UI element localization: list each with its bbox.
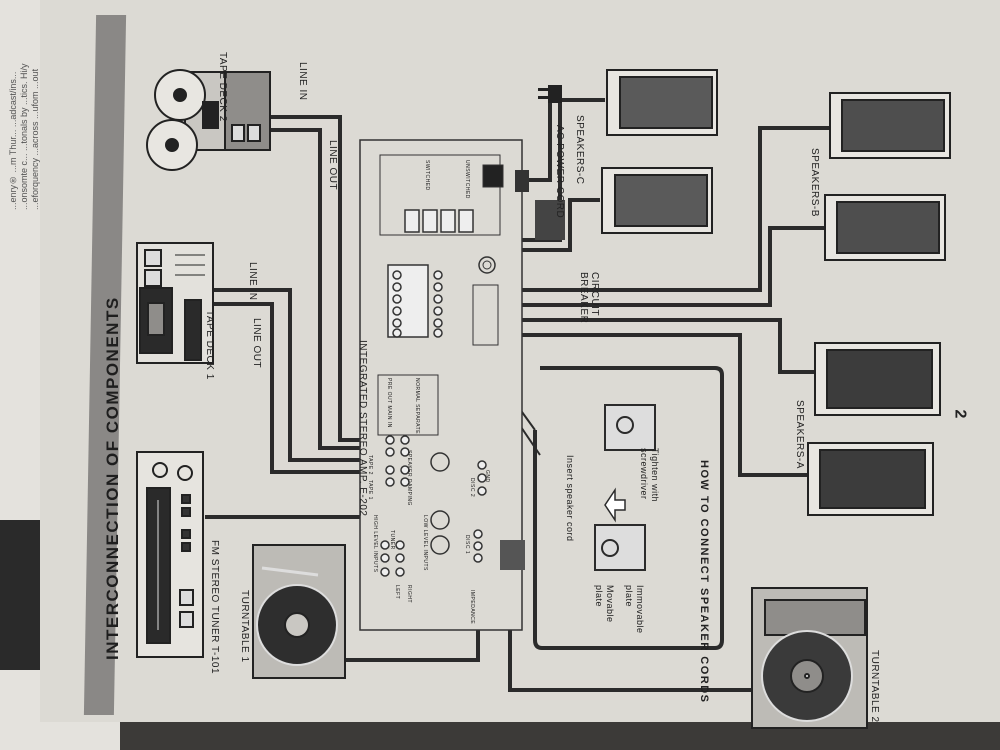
howto-movable-label: Movable plate — [594, 585, 615, 623]
label-disc-2: DISC 2 — [469, 478, 475, 498]
label-fm-tuner: FM STEREO TUNER T-101 — [209, 540, 220, 675]
label-deck1-line-in: LINE IN — [247, 262, 258, 301]
page-number: 2 — [951, 409, 969, 419]
wire-speakers-b-1 — [470, 126, 830, 292]
speaker-damping-knob — [430, 452, 450, 472]
speaker-a-2 — [807, 442, 934, 516]
power-plug-end — [515, 170, 529, 192]
howto-tighten-label: Tighten with screwdriver — [639, 448, 660, 503]
label-speaker-damping: SPEAKER DAMPING — [406, 450, 412, 506]
label-impedance: IMPEDANCE — [469, 590, 475, 625]
label-deck2-line-out: LINE OUT — [327, 140, 338, 191]
label-pre-out-main-in: PRE OUT MAIN IN — [386, 378, 392, 428]
label-unswitched: UNSWITCHED — [464, 160, 470, 199]
low-level-knob-1 — [430, 510, 450, 530]
label-deck2-line-in: LINE IN — [297, 62, 308, 101]
label-speakers-b: SPEAKERS-B — [809, 148, 820, 217]
ac-outlets — [404, 209, 474, 233]
label-gnd: GND — [484, 470, 490, 483]
wire-deck2-line-out — [270, 128, 380, 450]
tape-deck-2 — [146, 69, 271, 171]
label-tape-deck-2: TAPE DECK 2 — [217, 52, 228, 122]
background-booklet-cover — [0, 520, 40, 670]
label-tape-1: TAPE 1 — [367, 480, 373, 500]
wire-ac-power — [525, 98, 555, 182]
label-tuner-input: TUNER — [389, 530, 395, 550]
label-circuit-breaker: CIRCUIT BREAKER — [578, 272, 600, 324]
label-speakers-a: SPEAKERS-A — [794, 400, 805, 469]
wire-deck1-line-in — [213, 288, 380, 462]
label-tape-deck-1: TAPE DECK 1 — [204, 310, 215, 380]
turntable-1 — [252, 544, 346, 679]
wire-speakers-a-2 — [470, 333, 810, 477]
speaker-b-2 — [824, 194, 946, 261]
wire-speakers-b-2 — [470, 226, 830, 307]
rca-inputs — [380, 435, 487, 577]
speakers — [601, 69, 951, 516]
label-turntable-2: TURNTABLE 2 — [869, 650, 880, 723]
label-deck1-line-out: LINE OUT — [251, 318, 262, 369]
speaker-b-1 — [829, 92, 951, 159]
speaker-c-2 — [601, 167, 713, 234]
speaker-terminals — [387, 264, 443, 338]
page-title: INTERCONNECTION OF COMPONENTS — [103, 296, 122, 660]
label-normal-separate: NORMAL SEPARATE — [414, 378, 420, 435]
label-high-level-inputs: HIGH LEVEL INPUTS — [372, 515, 378, 573]
up-arrow-icon — [604, 487, 626, 523]
howto-insert-label: Insert speaker cord — [565, 455, 575, 542]
tape-deck-1 — [136, 242, 214, 364]
circuit-breaker — [535, 200, 565, 240]
turntable-2 — [751, 587, 868, 729]
label-disc-1: DISC 1 — [464, 535, 470, 555]
amplifier — [359, 139, 565, 631]
unswitched-outlet — [482, 164, 504, 188]
terminal-illustration-after — [604, 404, 656, 451]
howto-title: HOW TO CONNECT SPEAKER CORDS — [698, 460, 710, 704]
label-tape-2: TAPE 2 — [367, 455, 373, 475]
terminal-illustration-before — [594, 524, 646, 571]
label-ac-power-cord: AC POWER CORD — [554, 125, 565, 219]
label-switched: SWITCHED — [424, 160, 430, 191]
label-speakers-c: SPEAKERS-C — [574, 115, 585, 185]
label-turntable-1: TURNTABLE 1 — [239, 590, 250, 663]
circuit-breaker-button — [478, 256, 496, 274]
speaker-c-1 — [606, 69, 718, 136]
label-low-level-inputs: LOW LEVEL INPUTS — [422, 515, 428, 571]
low-level-knob-2 — [430, 535, 450, 555]
howto-immovable-label: Immovable plate — [624, 585, 645, 634]
ac-plug-icon — [538, 85, 562, 103]
label-right: RIGHT — [406, 585, 412, 604]
wire-speakers-a-1 — [470, 318, 815, 374]
wire-deck1-line-out — [213, 302, 380, 474]
howto-box — [533, 366, 724, 650]
fm-tuner — [136, 451, 204, 658]
speaker-a-1 — [814, 342, 941, 416]
label-left: LEFT — [394, 585, 400, 600]
